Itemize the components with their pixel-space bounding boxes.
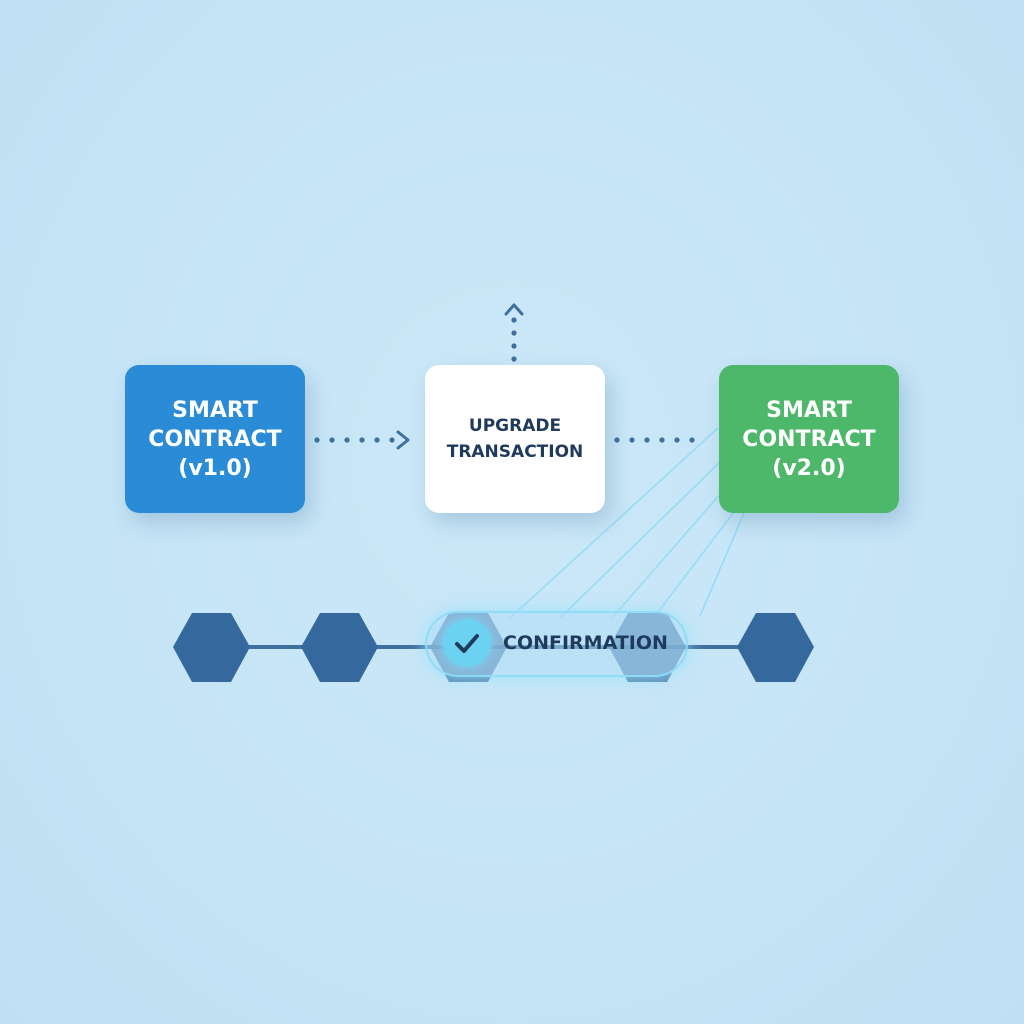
arrow-upgrade-to-v2 bbox=[614, 437, 695, 443]
node-label: CONTRACT bbox=[742, 426, 876, 452]
arrowhead-up-icon bbox=[504, 303, 524, 316]
smart-contract-v1-node: SMART CONTRACT (v1.0) bbox=[125, 365, 305, 513]
beam-line bbox=[699, 512, 745, 617]
beam-line bbox=[559, 461, 721, 619]
node-label: CONTRACT bbox=[148, 426, 282, 452]
chain-block bbox=[737, 613, 814, 682]
chain-block bbox=[173, 613, 250, 682]
confirmation-beams bbox=[509, 427, 745, 619]
chain-block bbox=[301, 613, 378, 682]
node-label: SMART bbox=[172, 397, 258, 423]
node-version: (v2.0) bbox=[772, 455, 846, 481]
beam-line bbox=[654, 507, 738, 617]
node-label: UPGRADE bbox=[468, 416, 562, 436]
arrowhead-right-icon bbox=[396, 430, 410, 450]
upgrade-transaction-node: UPGRADE TRANSACTION bbox=[425, 365, 605, 513]
node-label: SMART bbox=[766, 397, 852, 423]
node-version: (v1.0) bbox=[178, 455, 252, 481]
beam-line bbox=[509, 427, 719, 619]
arrow-upgrade-up bbox=[511, 317, 517, 362]
checkmark-glyph bbox=[455, 634, 479, 653]
beam-line bbox=[611, 491, 723, 619]
confirmation-label: CONFIRMATION bbox=[503, 632, 668, 654]
checkmark-icon bbox=[443, 619, 491, 667]
node-label: TRANSACTION bbox=[446, 442, 584, 462]
arrow-v1-to-upgrade bbox=[314, 437, 395, 443]
smart-contract-v2-node: SMART CONTRACT (v2.0) bbox=[719, 365, 899, 513]
